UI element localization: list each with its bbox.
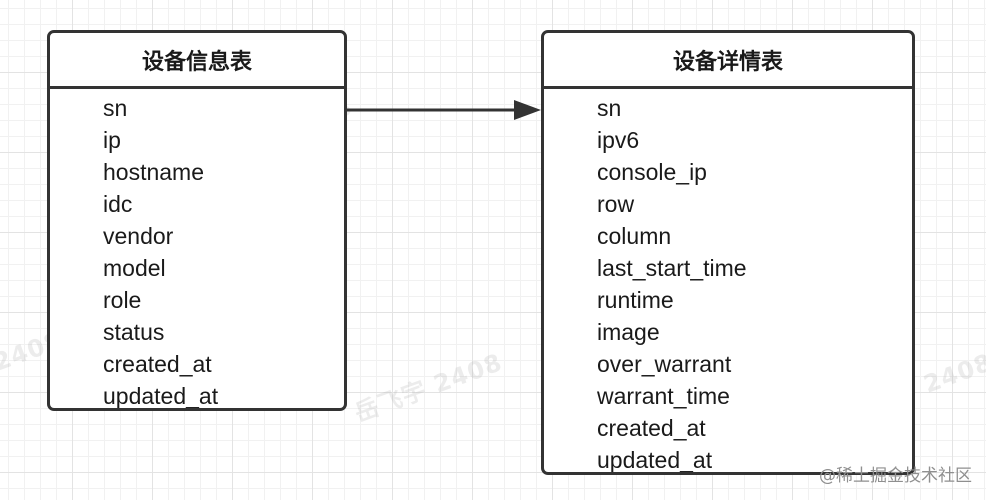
field-warrant-time: warrant_time bbox=[597, 383, 730, 409]
field-sn: sn bbox=[597, 95, 622, 121]
field-updated-at: updated_at bbox=[103, 383, 219, 409]
field-over-warrant: over_warrant bbox=[597, 351, 732, 377]
site-credit: @稀土掘金技术社区 bbox=[819, 466, 972, 486]
field-created-at: created_at bbox=[597, 415, 706, 441]
field-status: status bbox=[103, 319, 165, 345]
field-runtime: runtime bbox=[597, 287, 674, 313]
field-last-start-time: last_start_time bbox=[597, 255, 747, 281]
field-console-ip: console_ip bbox=[597, 159, 707, 185]
field-row: row bbox=[597, 191, 635, 217]
field-hostname: hostname bbox=[103, 159, 205, 185]
field-role: role bbox=[103, 287, 142, 313]
field-ipv6: ipv6 bbox=[597, 127, 640, 153]
field-list: sn ipv6 console_ip row column last_start… bbox=[544, 89, 912, 473]
entity-title: 设备详情表 bbox=[544, 33, 912, 89]
field-image: image bbox=[597, 319, 660, 345]
entity-device-detail[interactable]: 设备详情表 sn ipv6 console_ip row column last… bbox=[541, 30, 915, 475]
field-sn: sn bbox=[103, 95, 128, 121]
field-column: column bbox=[597, 223, 672, 249]
field-vendor: vendor bbox=[103, 223, 174, 249]
field-model: model bbox=[103, 255, 166, 281]
field-list: sn ip hostname idc vendor model role sta… bbox=[50, 89, 344, 409]
entity-title: 设备信息表 bbox=[50, 33, 344, 89]
field-created-at: created_at bbox=[103, 351, 212, 377]
arrowhead-icon bbox=[514, 100, 541, 120]
field-updated-at: updated_at bbox=[597, 447, 713, 473]
entity-device-info[interactable]: 设备信息表 sn ip hostname idc vendor model ro… bbox=[47, 30, 347, 411]
field-ip: ip bbox=[103, 127, 121, 153]
field-idc: idc bbox=[103, 191, 133, 217]
